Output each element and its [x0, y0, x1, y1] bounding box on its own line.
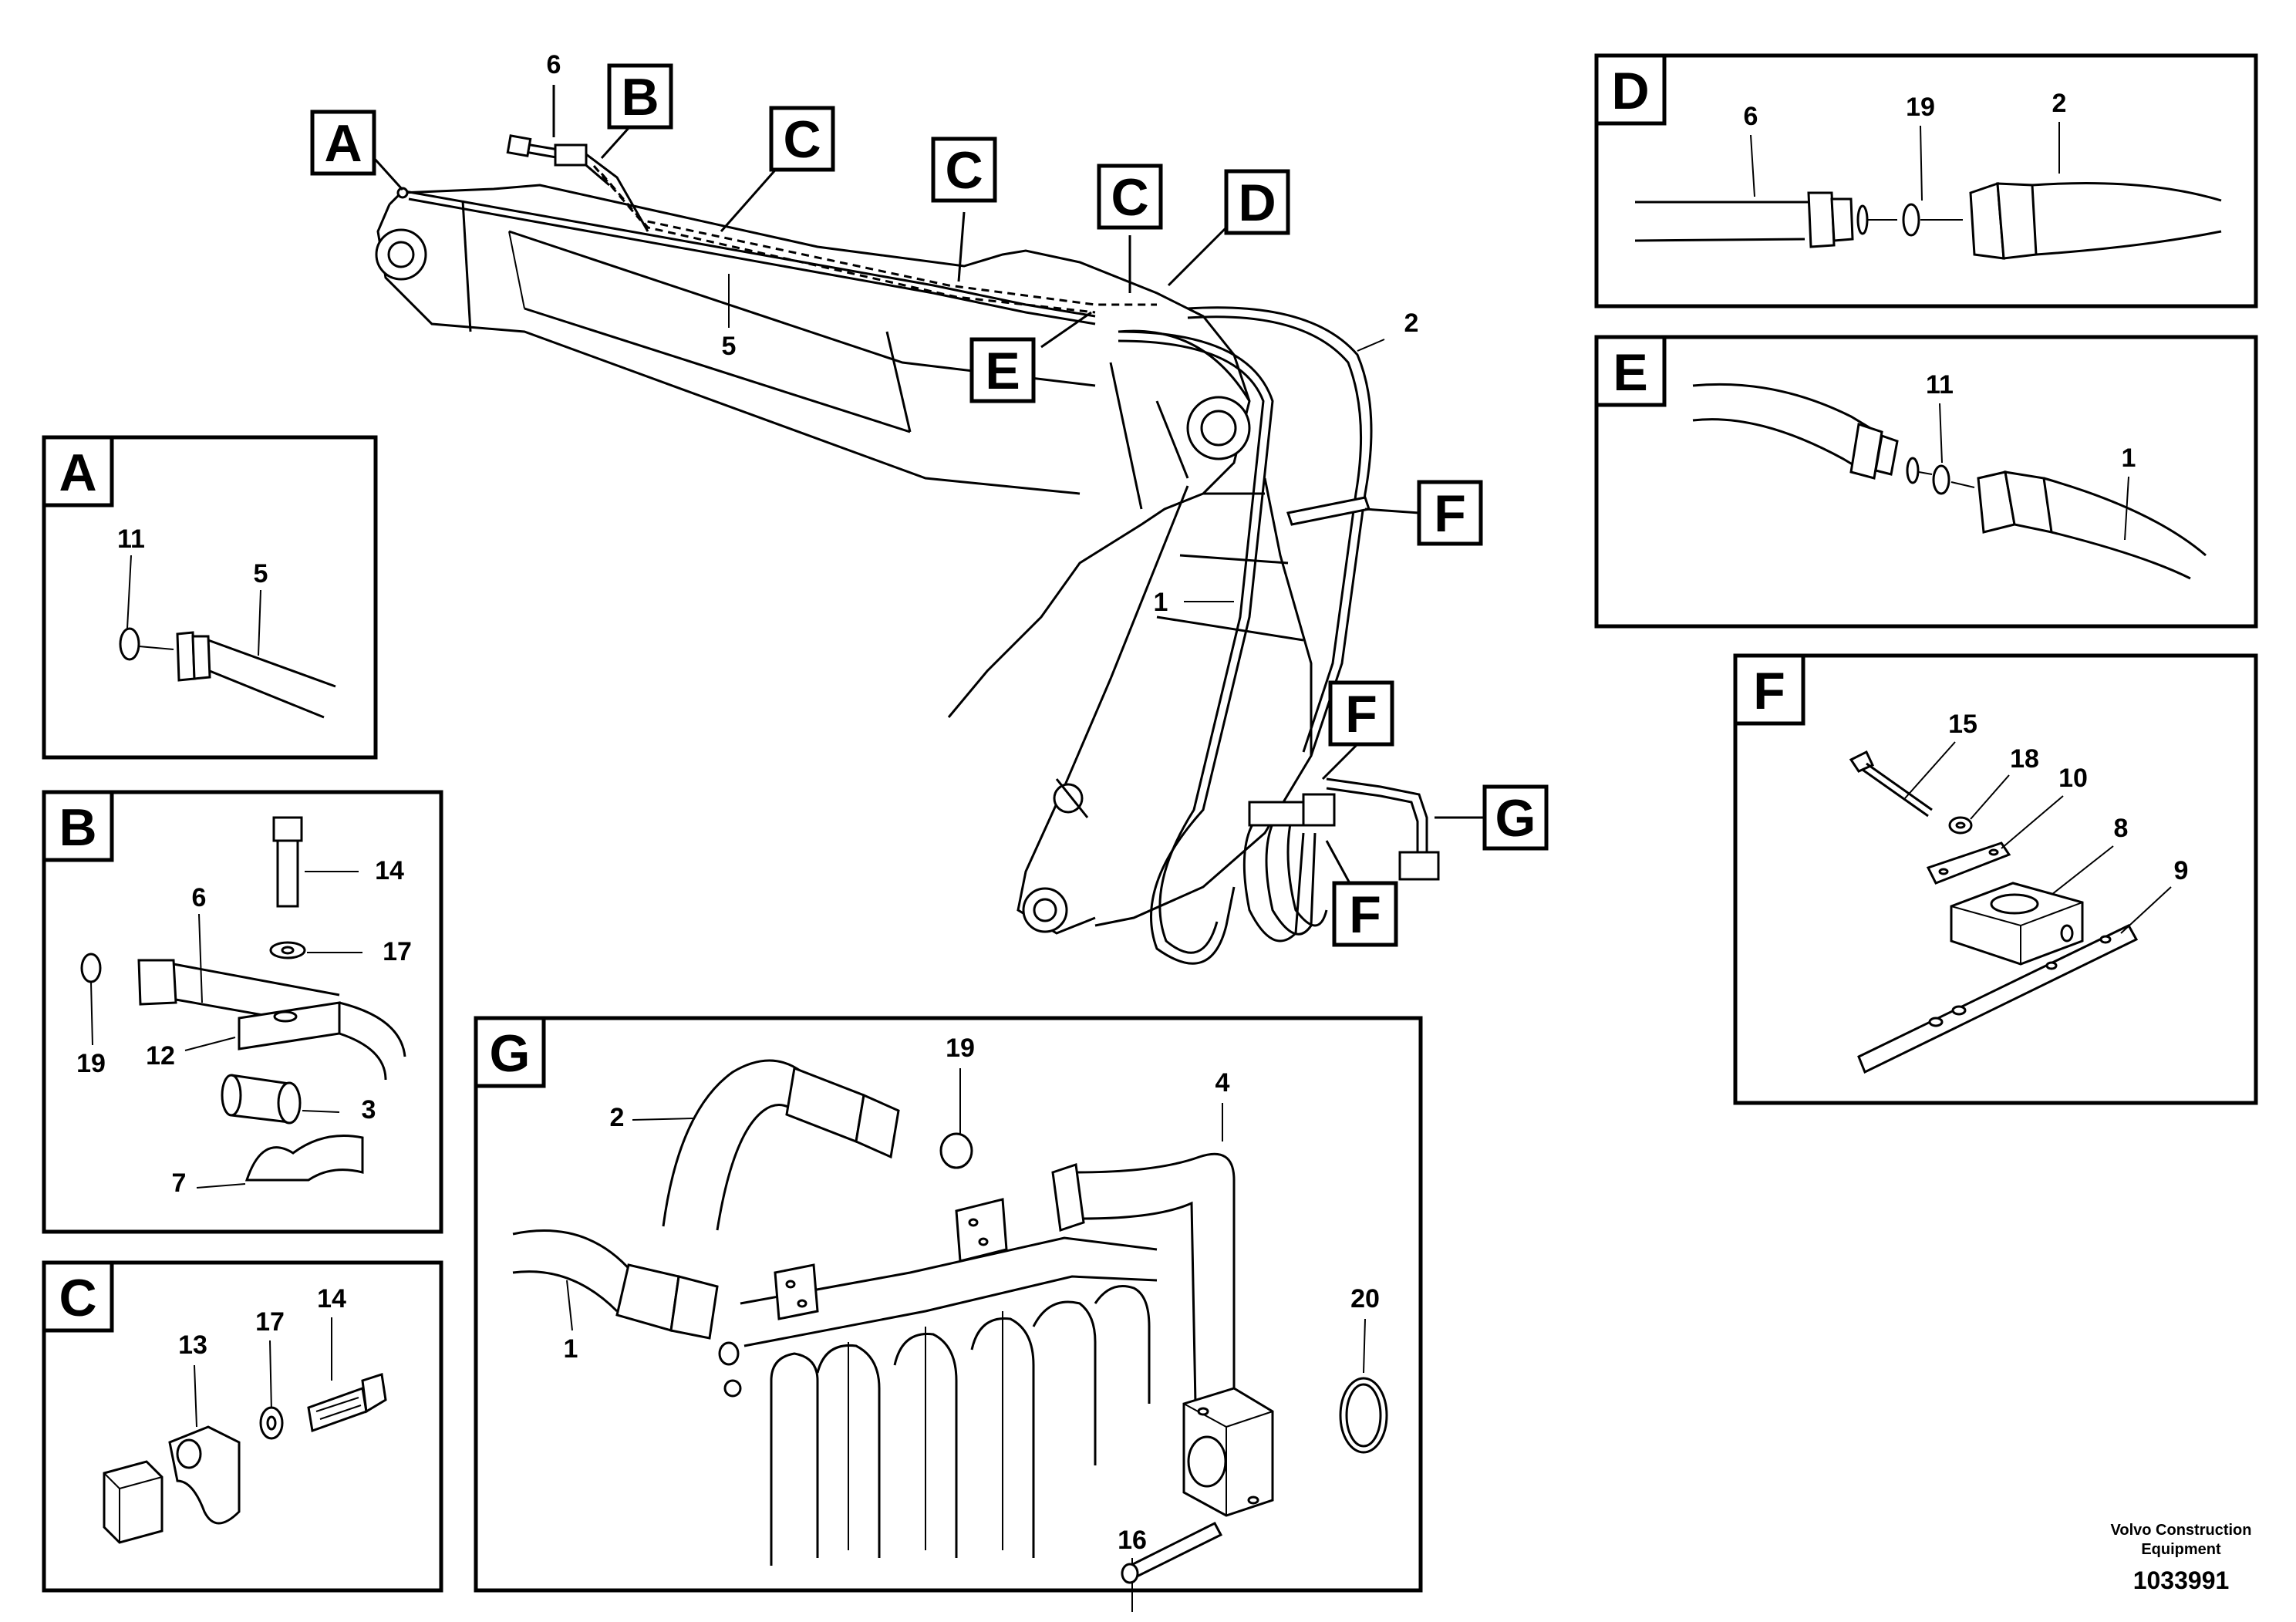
- svg-text:3: 3: [362, 1095, 376, 1125]
- svg-text:19: 19: [946, 1034, 975, 1063]
- svg-text:C: C: [945, 141, 983, 200]
- svg-text:13: 13: [178, 1330, 207, 1360]
- svg-text:D: D: [1238, 174, 1276, 232]
- detail-e-panel: E 11 1: [1594, 335, 2258, 629]
- svg-text:F: F: [1434, 484, 1466, 543]
- detail-a-panel: A 11 5: [42, 435, 378, 760]
- svg-text:16: 16: [1118, 1526, 1147, 1555]
- svg-text:17: 17: [255, 1307, 285, 1337]
- svg-text:20: 20: [1350, 1284, 1380, 1313]
- svg-text:E: E: [985, 342, 1020, 400]
- svg-text:15: 15: [1948, 710, 1977, 739]
- callout-label-f-3: F: [1332, 881, 1398, 947]
- svg-text:1: 1: [2122, 443, 2136, 473]
- callout-label-d: D: [1224, 169, 1290, 235]
- svg-text:4: 4: [1215, 1068, 1230, 1098]
- svg-text:10: 10: [2058, 764, 2088, 793]
- detail-c-panel: C 13 17 14: [42, 1260, 443, 1593]
- brand-line-1: Volvo Construction: [2111, 1522, 2252, 1539]
- svg-text:A: A: [324, 114, 362, 173]
- svg-text:9: 9: [2174, 856, 2189, 885]
- callout-label-a: A: [310, 110, 376, 176]
- svg-text:18: 18: [2010, 744, 2039, 774]
- detail-d-panel: D 6 19 2: [1594, 53, 2258, 309]
- detail-b-panel: B 14 17 6 19 12 3 7: [42, 790, 443, 1234]
- svg-text:D: D: [1611, 62, 1649, 120]
- part-number-5: 5: [722, 332, 737, 361]
- drawing-id: 1033991: [2133, 1566, 2230, 1594]
- svg-text:17: 17: [383, 937, 412, 966]
- part-number-2: 2: [1404, 309, 1419, 338]
- boom-assembly: [375, 134, 1440, 965]
- callout-label-b: B: [607, 63, 673, 130]
- main-leaders: [373, 85, 1485, 884]
- svg-text:6: 6: [192, 883, 207, 912]
- detail-f-panel: F 15 18 10 8 9: [1733, 653, 2258, 1105]
- detail-g-panel: G 19 2 4 1 20 16: [474, 1016, 1423, 1612]
- svg-text:14: 14: [375, 856, 404, 885]
- callout-label-f-1: F: [1417, 480, 1483, 546]
- svg-text:B: B: [59, 798, 96, 857]
- svg-text:11: 11: [1926, 370, 1954, 400]
- brand-line-2: Equipment: [2141, 1541, 2221, 1558]
- svg-text:7: 7: [172, 1168, 187, 1198]
- callout-label-e: E: [969, 337, 1036, 403]
- svg-text:2: 2: [610, 1103, 625, 1132]
- svg-text:11: 11: [117, 524, 145, 554]
- svg-text:5: 5: [254, 559, 268, 588]
- svg-text:C: C: [783, 110, 821, 169]
- svg-text:1: 1: [564, 1334, 578, 1364]
- callout-label-f-2: F: [1328, 680, 1394, 747]
- svg-text:G: G: [1495, 789, 1536, 848]
- svg-text:19: 19: [1906, 93, 1935, 122]
- svg-text:F: F: [1753, 662, 1785, 720]
- svg-text:8: 8: [2114, 814, 2129, 843]
- svg-text:6: 6: [1744, 102, 1758, 131]
- callout-label-c-2: C: [931, 137, 997, 203]
- svg-text:2: 2: [2052, 89, 2067, 118]
- svg-text:C: C: [1111, 168, 1148, 227]
- svg-text:19: 19: [76, 1049, 106, 1078]
- svg-text:A: A: [59, 443, 96, 502]
- part-number-6: 6: [547, 50, 561, 79]
- callout-label-g: G: [1482, 784, 1549, 851]
- svg-text:14: 14: [317, 1284, 346, 1313]
- callout-label-c-1: C: [769, 106, 835, 172]
- svg-text:C: C: [59, 1269, 96, 1327]
- svg-text:12: 12: [146, 1041, 175, 1071]
- callout-label-c-3: C: [1097, 164, 1163, 230]
- svg-text:B: B: [621, 68, 659, 126]
- footer: Volvo Construction Equipment 1033991: [2111, 1522, 2252, 1594]
- part-number-1: 1: [1154, 588, 1168, 617]
- svg-text:F: F: [1349, 885, 1381, 944]
- svg-text:E: E: [1613, 343, 1647, 402]
- svg-text:F: F: [1345, 685, 1377, 744]
- svg-text:G: G: [490, 1024, 531, 1083]
